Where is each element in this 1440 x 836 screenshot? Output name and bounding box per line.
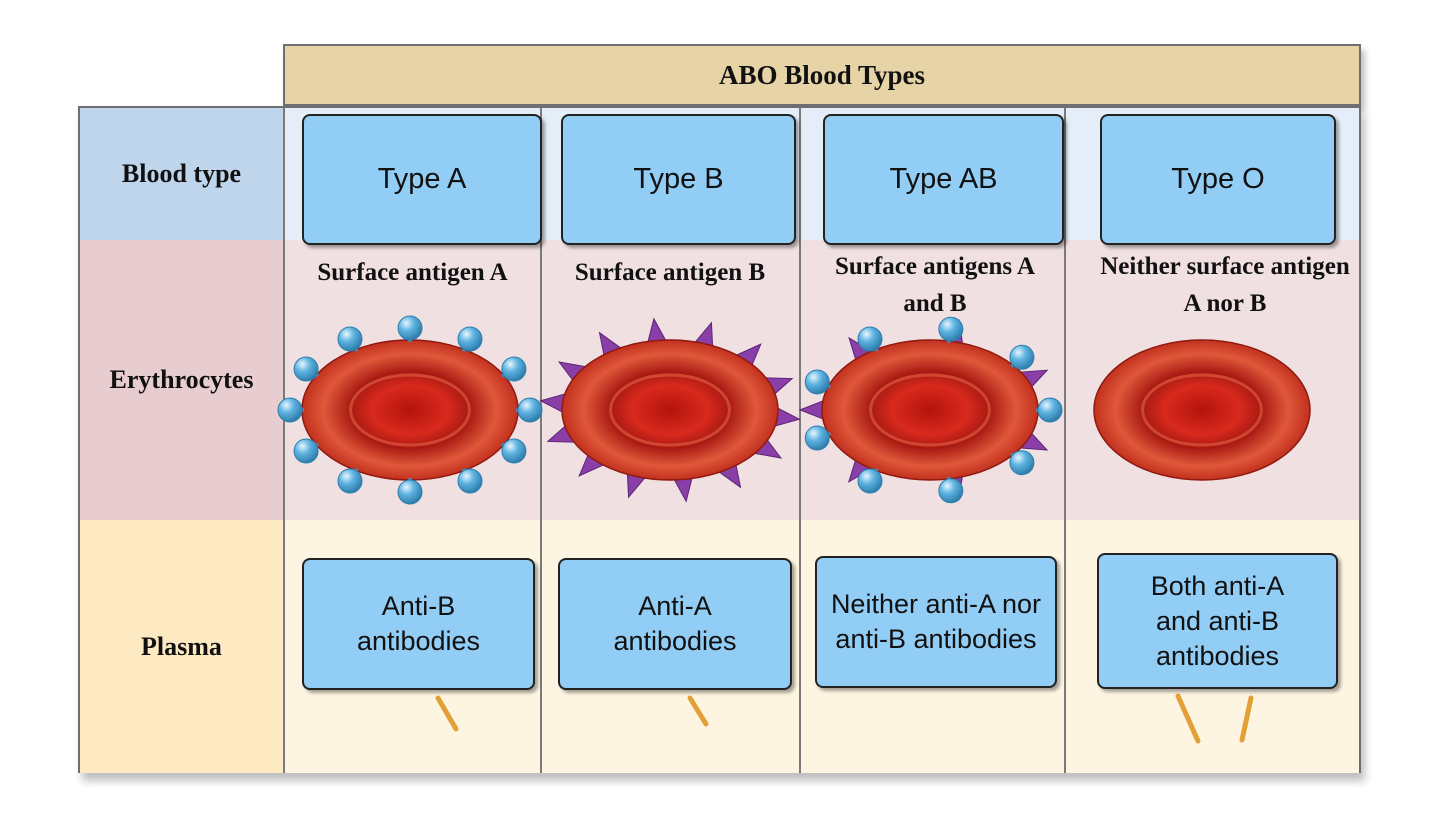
antibody-anti-a-icon [687, 695, 709, 727]
antigen-a-icon [501, 356, 527, 382]
column-divider [283, 108, 285, 773]
antigen-a-icon [397, 479, 423, 505]
antigen-a-icon [804, 425, 830, 451]
antibody-anti-a-icon [1175, 693, 1201, 744]
row-label-erythrocytes: Erythrocytes [80, 240, 283, 520]
type-a-box: Type A [302, 114, 542, 245]
antigen-a-icon [1037, 397, 1063, 423]
plasma-box-b: Anti-A antibodies [558, 558, 792, 690]
antigen-label-ab: Surface antigens A and B [835, 253, 1035, 317]
antigen-label-o: Neither surface antigen A nor B [1100, 253, 1350, 317]
erythrocyte-ring-icon [869, 373, 991, 447]
diagram-title: ABO Blood Types [283, 44, 1361, 106]
column-divider [799, 108, 801, 773]
antigen-a-icon [337, 326, 363, 352]
plasma-box-ab: Neither anti-A nor anti-B antibodies [815, 556, 1057, 688]
antigen-a-icon [857, 468, 883, 494]
erythrocyte-icon [561, 339, 779, 481]
antigen-a-icon [397, 315, 423, 341]
antigen-a-icon [857, 326, 883, 352]
antigen-label-b: Surface antigen B [574, 259, 766, 286]
antigen-label-a: Surface antigen A [317, 259, 508, 286]
plasma-text-b: Anti-A antibodies [613, 591, 737, 656]
type-b-box: Type B [561, 114, 796, 245]
antigen-a-icon [457, 326, 483, 352]
antibody-anti-b-icon [435, 695, 459, 732]
erythrocyte-type-b-illustration [539, 317, 801, 503]
antigen-a-icon [293, 438, 319, 464]
blood-type-table: Blood type Erythrocytes Plasma Type A Ty… [78, 106, 1361, 773]
erythrocyte-type-a-illustration [277, 315, 543, 505]
erythrocyte-ring-icon [349, 373, 471, 447]
plasma-box-a: Anti-B antibodies [302, 558, 535, 690]
antigen-a-icon [517, 397, 543, 423]
antigen-a-icon [457, 468, 483, 494]
row-label-blood-type: Blood type [80, 108, 283, 240]
type-o-box: Type O [1100, 114, 1336, 245]
erythrocyte-ring-icon [609, 373, 731, 447]
antigen-a-icon [501, 438, 527, 464]
plasma-text-a: Anti-B antibodies [356, 591, 481, 656]
antigen-a-icon [1009, 344, 1035, 370]
erythrocyte-type-ab-illustration [798, 316, 1063, 504]
antigen-a-icon [1009, 450, 1035, 476]
antigen-a-icon [337, 468, 363, 494]
column-divider [1064, 108, 1066, 773]
antigen-a-icon [277, 397, 303, 423]
antibody-anti-b-icon [1239, 695, 1254, 743]
antibody-illustrations [435, 693, 1254, 744]
column-divider [540, 108, 542, 773]
erythrocyte-type-o-illustration [1093, 339, 1311, 481]
type-ab-box: Type AB [823, 114, 1064, 245]
antigen-a-icon [938, 316, 964, 342]
plasma-text-ab: Neither anti-A nor anti-B antibodies [830, 589, 1042, 654]
row-label-plasma: Plasma [80, 520, 283, 773]
antigen-a-icon [938, 478, 964, 504]
erythrocyte-icon [1093, 339, 1311, 481]
antigen-a-icon [804, 369, 830, 395]
plasma-text-o: Both anti-A and anti-B antibodies [1150, 570, 1285, 671]
plasma-box-o: Both anti-A and anti-B antibodies [1097, 553, 1338, 689]
erythrocyte-ring-icon [1141, 373, 1263, 447]
antigen-a-icon [293, 356, 319, 382]
